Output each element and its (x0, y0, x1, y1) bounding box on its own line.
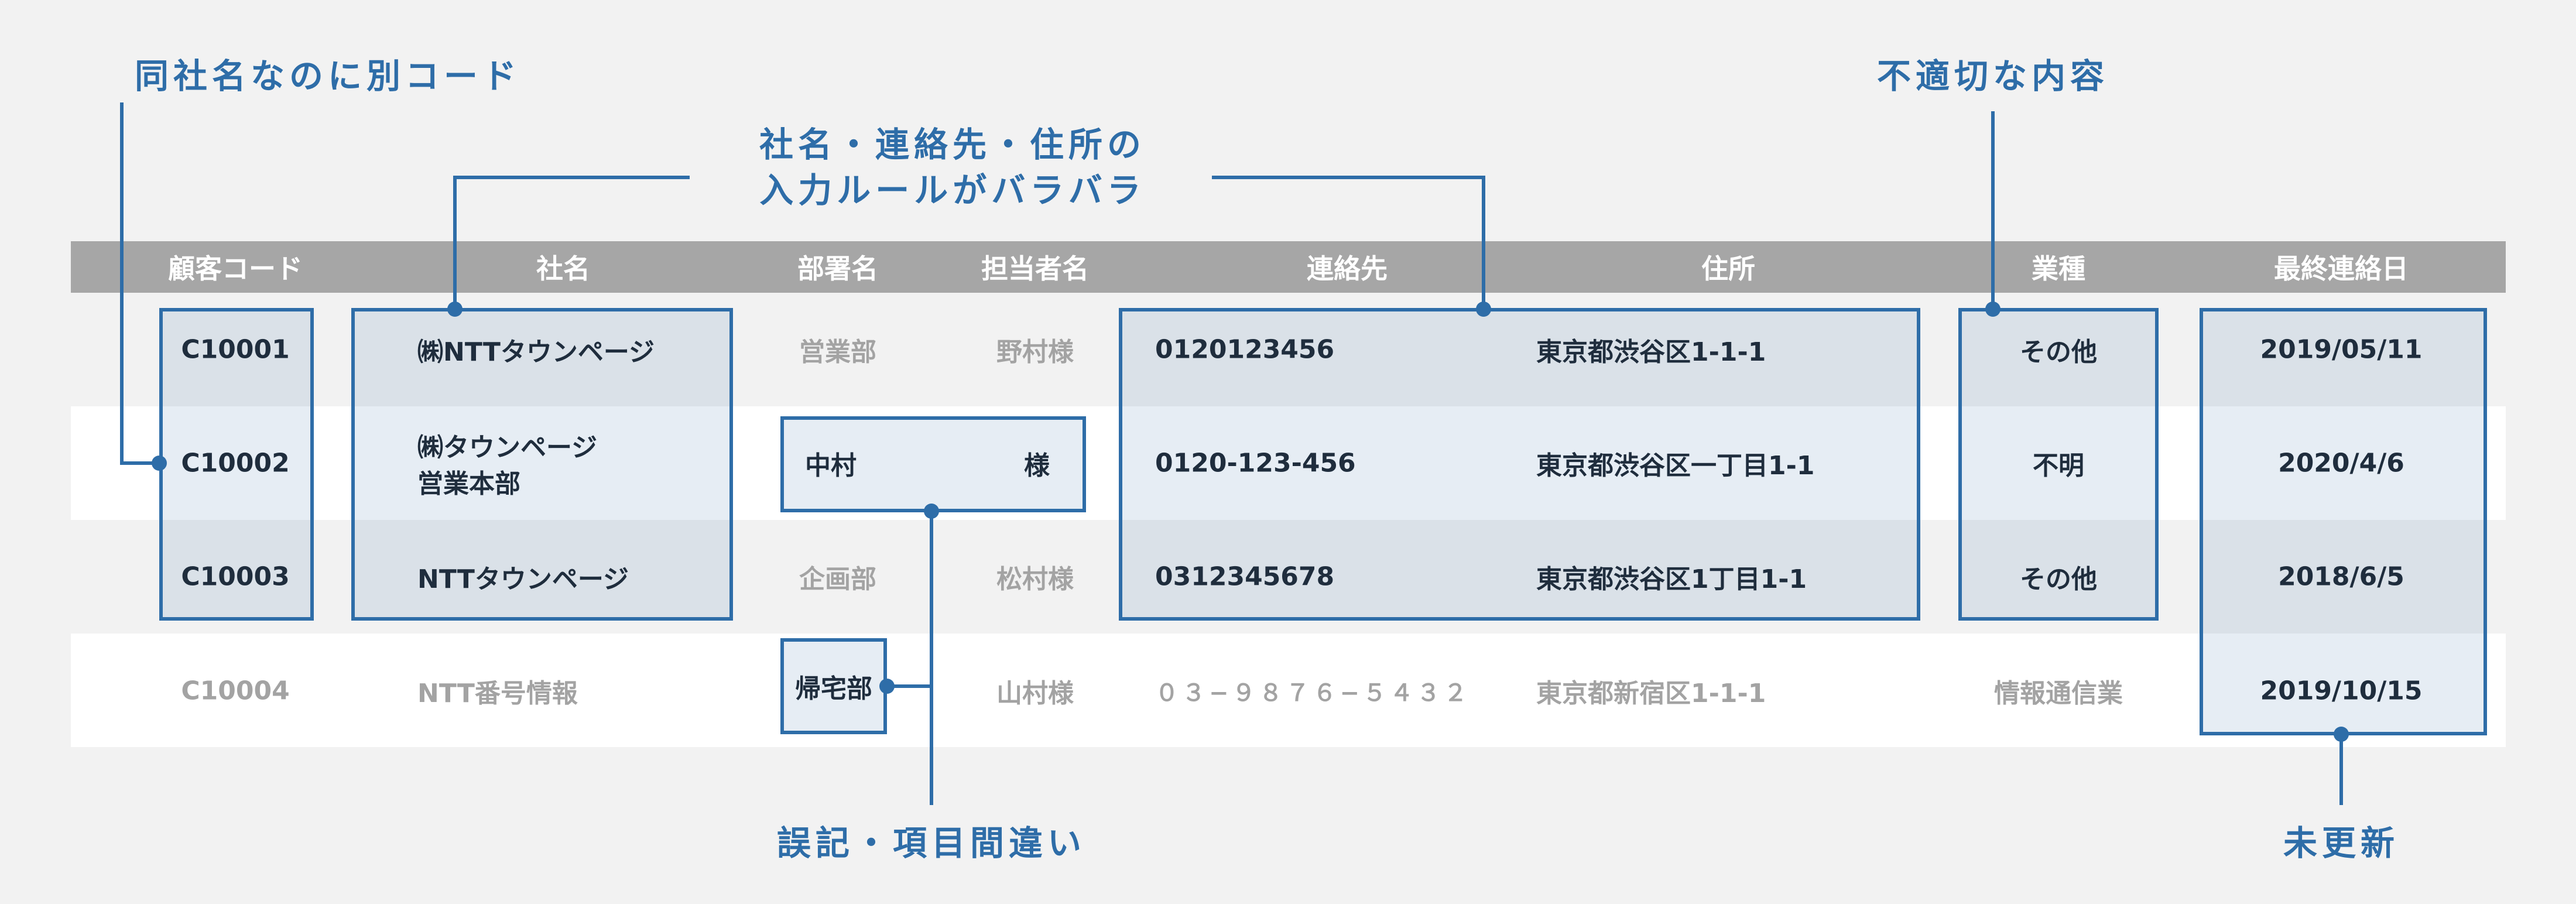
cell-phone: 0312345678 (1155, 561, 1335, 592)
annotation-input-rules-line2: 入力ルールがバラバラ (759, 170, 1146, 210)
cell-person: 山村様 (996, 679, 1074, 708)
header-last-contact: 最終連絡日 (2274, 253, 2409, 285)
highlight-contact-address (1119, 308, 1920, 621)
annotation-inappropriate: 不適切な内容 (1876, 56, 2109, 96)
header-person: 担当者名 (981, 253, 1089, 285)
cell-phone: 0120-123-456 (1155, 448, 1356, 478)
table-row (71, 520, 2506, 634)
cell-code: C10001 (181, 334, 290, 365)
cell-dept: 帰宅部 (795, 674, 872, 704)
cell-code: C10003 (181, 561, 290, 592)
cell-person: 野村様 (996, 337, 1074, 367)
cell-address: 東京都渋谷区1-1-1 (1536, 337, 1766, 367)
cell-industry: 情報通信業 (1994, 679, 2123, 708)
highlight-person (780, 416, 1086, 512)
cell-address: 東京都新宿区1-1-1 (1536, 679, 1766, 708)
header-industry: 業種 (2032, 253, 2085, 285)
header-department: 部署名 (797, 253, 878, 285)
cell-date: 2020/4/6 (2278, 448, 2404, 478)
annotation-not-updated: 未更新 (2283, 823, 2400, 863)
cell-person: 松村様 (996, 564, 1074, 594)
table-header (71, 241, 2506, 293)
cell-industry: 不明 (2033, 451, 2084, 481)
table-row (71, 406, 2506, 520)
cell-person-name: 中村 (805, 451, 857, 481)
cell-person-suffix: 様 (1024, 451, 1050, 481)
cell-company: NTT番号情報 (417, 679, 578, 708)
header-customer-code: 顧客コード (168, 253, 303, 285)
cell-phone: 0120123456 (1155, 334, 1335, 365)
cell-company-line1: ㈱タウンページ (417, 433, 598, 463)
cell-industry: その他 (2020, 337, 2097, 367)
table-row (71, 634, 2506, 747)
annotation-input-rules-line1: 社名・連絡先・住所の (759, 125, 1146, 165)
cell-date: 2019/10/15 (2260, 676, 2423, 706)
cell-phone: ０３−９８７６−５４３２ (1155, 680, 1471, 707)
annotation-same-company: 同社名なのに別コード (134, 56, 522, 96)
highlight-industry (1958, 308, 2159, 621)
header-address: 住所 (1701, 253, 1755, 285)
cell-date: 2019/05/11 (2260, 334, 2423, 365)
cell-dept: 営業部 (799, 337, 876, 367)
cell-address: 東京都渋谷区1丁目1-1 (1536, 564, 1807, 594)
header-contact: 連絡先 (1307, 253, 1388, 285)
cell-company-line2: 営業本部 (417, 469, 520, 499)
cell-industry: その他 (2020, 564, 2097, 594)
cell-dept: 企画部 (799, 564, 876, 594)
cell-company: ㈱NTTタウンページ (417, 337, 655, 367)
table-row (71, 293, 2506, 406)
highlight-company (351, 308, 733, 621)
annotation-typo: 誤記・項目間違い (776, 823, 1087, 863)
cell-date: 2018/6/5 (2278, 561, 2404, 592)
cell-code: C10004 (181, 676, 290, 706)
cell-code: C10002 (181, 448, 290, 478)
header-company: 社名 (536, 253, 590, 285)
highlight-date (2200, 308, 2487, 735)
cell-address: 東京都渋谷区一丁目1-1 (1536, 451, 1815, 481)
cell-company: NTTタウンページ (417, 564, 629, 594)
